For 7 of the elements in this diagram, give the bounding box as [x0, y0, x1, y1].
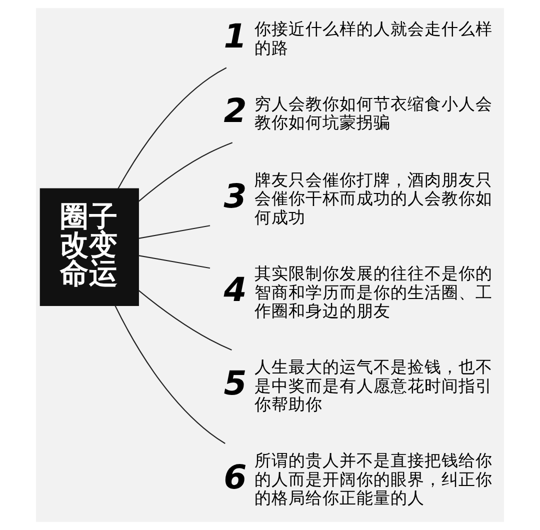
- connector: [138, 142, 233, 202]
- connector: [114, 305, 226, 444]
- connector: [138, 225, 210, 240]
- node-box: 圈子改变命运: [40, 188, 139, 306]
- connector: [138, 254, 210, 269]
- connector: [118, 67, 227, 189]
- connector: [138, 290, 232, 351]
